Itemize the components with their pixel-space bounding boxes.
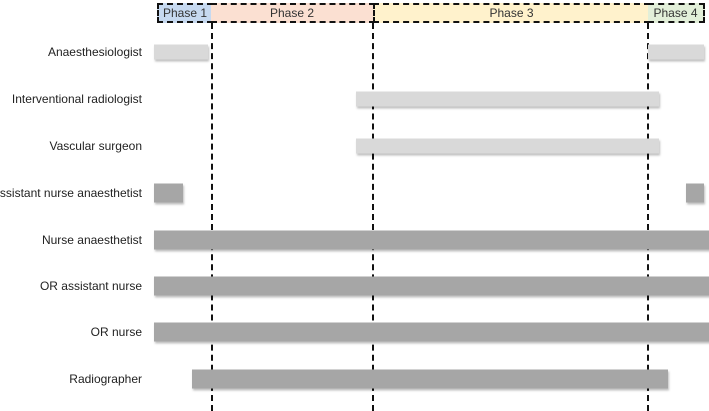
phase-divider	[372, 23, 374, 411]
role-bar	[192, 369, 668, 389]
role-bar	[154, 322, 709, 342]
role-label: OR nurse	[90, 325, 142, 339]
role-bar	[154, 276, 709, 296]
phase-divider	[647, 23, 649, 411]
role-bar	[154, 230, 709, 250]
phase-3: Phase 3	[373, 3, 650, 23]
role-label: Nurse anaesthetist	[41, 233, 142, 247]
role-bar	[154, 44, 208, 60]
phase-4: Phase 4	[648, 3, 705, 23]
role-bar	[648, 44, 704, 60]
phase-2: Phase 2	[211, 3, 375, 23]
role-bar	[686, 183, 704, 203]
role-bar	[154, 183, 183, 203]
role-bar	[356, 91, 659, 107]
role-label: Radiographer	[69, 372, 142, 386]
phase-divider	[211, 23, 213, 411]
role-label: Interventional radiologist	[11, 92, 142, 106]
phase-1: Phase 1	[157, 3, 213, 23]
role-label: OR assistant nurse	[39, 279, 142, 293]
role-label: Assistant nurse anaesthetist	[0, 186, 142, 200]
role-bar	[356, 138, 659, 154]
role-label: Vascular surgeon	[49, 139, 143, 153]
role-label: Anaesthesiologist	[47, 45, 142, 59]
